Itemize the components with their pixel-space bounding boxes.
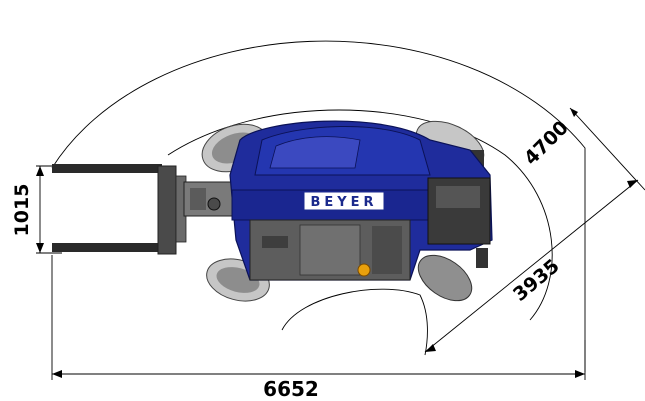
engine-compartment [249,219,411,281]
boom-head [183,181,239,217]
tire-front-bottom [417,248,488,302]
outer-radius-dimension: 4700 [520,107,645,191]
outer-radius-label: 4700 [520,117,573,170]
outer-turning-arc [51,40,586,372]
fuel-cap-icon [357,263,371,277]
forklift-top-view: BEYER [52,120,493,302]
overall-length-dimension: 6652 [51,255,586,401]
cab-window [269,136,361,169]
fork-width-label: 1015 [11,184,33,237]
fork-tines [52,164,187,255]
inner-turning-arc [167,109,553,321]
brand-plate [303,191,385,211]
inner-clearance-arc [281,288,428,356]
rear-panel [436,186,480,208]
overall-length-label: 6652 [263,377,319,401]
fork-width-dimension: 1015 [11,165,62,254]
brand-label: BEYER [310,195,377,210]
